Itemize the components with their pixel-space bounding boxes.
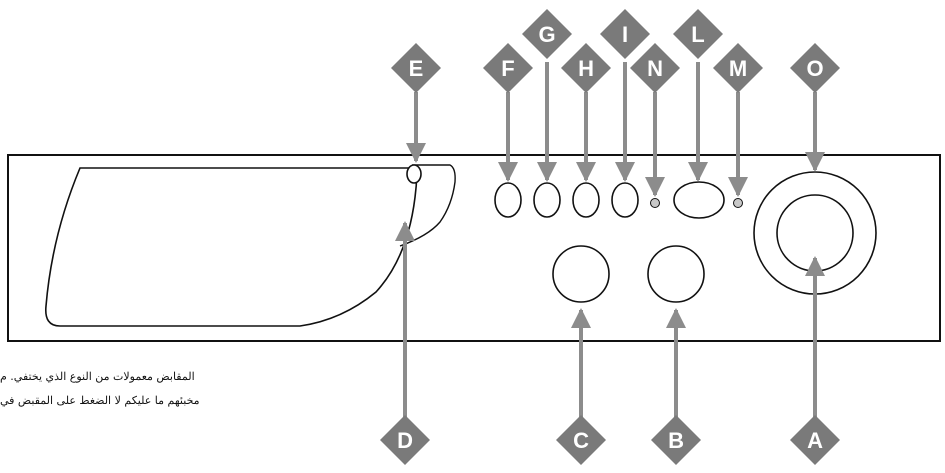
knob-c[interactable] <box>552 245 610 303</box>
callout-marker-n: N <box>630 43 680 93</box>
callout-label-d: D <box>397 428 413 453</box>
callout-label-c: C <box>573 428 589 453</box>
callout-label-i: I <box>622 22 628 47</box>
knob-b[interactable] <box>647 245 705 303</box>
callout-marker-f: F <box>483 43 533 93</box>
detergent-drawer <box>44 167 418 327</box>
callout-label-a: A <box>807 428 823 453</box>
callout-label-n: N <box>647 56 663 81</box>
indicator-light-n <box>650 198 660 208</box>
callout-label-o: O <box>806 56 823 81</box>
callout-marker-i: I <box>600 9 650 59</box>
drawer-recess <box>399 164 456 247</box>
callout-label-l: L <box>691 22 704 47</box>
callout-marker-e: E <box>391 43 441 93</box>
instruction-note-line-1: المقابض معمولات من النوع الذي يختفي. م <box>0 370 195 383</box>
button-i[interactable] <box>611 182 639 218</box>
indicator-light-m <box>733 198 743 208</box>
button-h[interactable] <box>572 182 600 218</box>
callout-label-g: G <box>538 22 555 47</box>
callout-label-h: H <box>578 56 594 81</box>
drawer-handle[interactable] <box>406 164 422 184</box>
callout-marker-d: D <box>380 415 430 465</box>
callout-marker-g: G <box>522 9 572 59</box>
callout-marker-b: B <box>651 415 701 465</box>
callout-label-e: E <box>409 56 424 81</box>
callout-marker-h: H <box>561 43 611 93</box>
callout-marker-c: C <box>556 415 606 465</box>
button-g[interactable] <box>533 182 561 218</box>
callout-marker-a: A <box>790 415 840 465</box>
callout-marker-l: L <box>673 9 723 59</box>
callout-label-m: M <box>729 56 747 81</box>
callout-label-b: B <box>668 428 684 453</box>
callout-label-f: F <box>501 56 514 81</box>
callout-marker-m: M <box>713 43 763 93</box>
callout-markers: E F G H I N L M <box>380 9 840 465</box>
start-button-l[interactable] <box>673 181 725 219</box>
button-f[interactable] <box>494 182 522 218</box>
instruction-note-line-2: مخبئهم ما عليكم لا الضغط على المقبض في <box>0 394 200 407</box>
callout-marker-o: O <box>790 43 840 93</box>
